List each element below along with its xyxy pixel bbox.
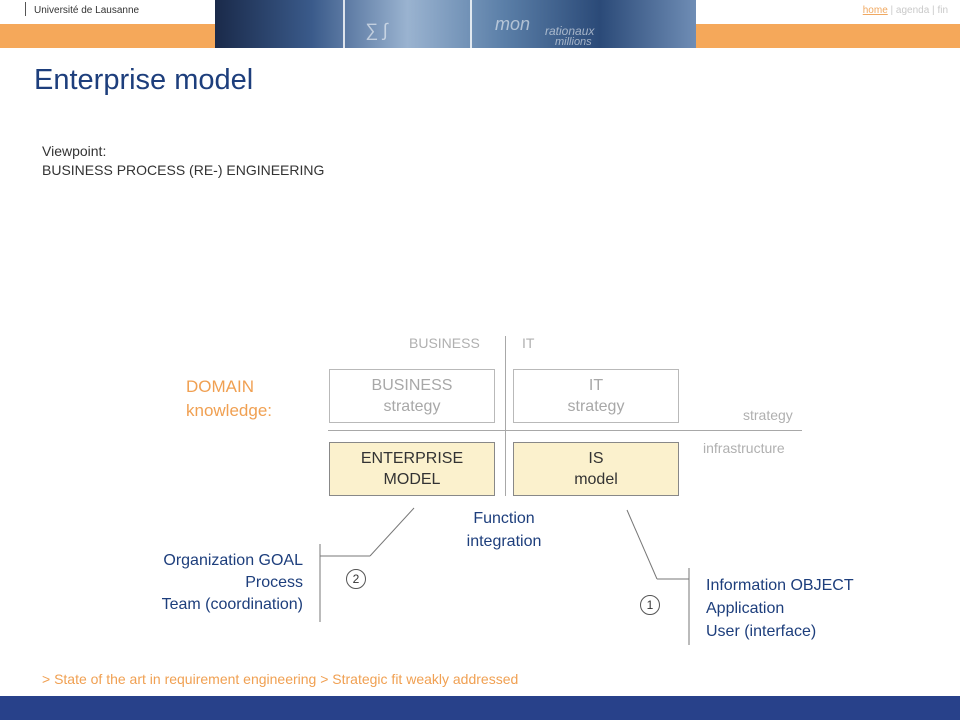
it-strategy-box: IT strategy (513, 369, 679, 423)
slide-title: Enterprise model (34, 64, 254, 96)
nav-separator: | (929, 5, 938, 16)
header-divider (25, 2, 26, 16)
nav-separator: | (887, 5, 896, 16)
top-nav: home | agenda | fin (863, 5, 948, 16)
viewpoint-label: Viewpoint: (42, 143, 107, 159)
header-banner-image: ∑ ∫ mon rationaux millions (215, 0, 696, 48)
domain-knowledge-label: DOMAIN knowledge: (186, 377, 273, 420)
vertical-axis-line (505, 336, 506, 496)
enterprise-model-box: ENTERPRISE MODEL (329, 442, 495, 496)
number-badge-2: 2 (346, 569, 366, 589)
footer-blue-band (0, 696, 960, 720)
horizontal-axis-line (328, 430, 802, 431)
university-name: Université de Lausanne (34, 5, 140, 16)
information-object-list: Information OBJECT Application User (int… (706, 577, 854, 640)
number-badge-1: 1 (640, 595, 660, 615)
footer-note: > State of the art in requirement engine… (42, 671, 519, 687)
row-label-strategy: strategy (743, 407, 793, 423)
business-strategy-box: BUSINESS strategy (329, 369, 495, 423)
nav-agenda-link[interactable]: agenda (895, 5, 930, 16)
viewpoint-value: BUSINESS PROCESS (RE-) ENGINEERING (42, 162, 325, 178)
function-integration-label: Function integration (466, 510, 542, 550)
row-label-infrastructure: infrastructure (703, 440, 785, 456)
organization-goal-list: Organization GOAL Process Team (coordina… (161, 552, 303, 613)
axis-label-business: BUSINESS (409, 335, 480, 351)
nav-fin-link[interactable]: fin (937, 5, 948, 16)
axis-label-it: IT (522, 335, 535, 351)
is-model-box: IS model (513, 442, 679, 496)
nav-home-link[interactable]: home (862, 5, 888, 16)
